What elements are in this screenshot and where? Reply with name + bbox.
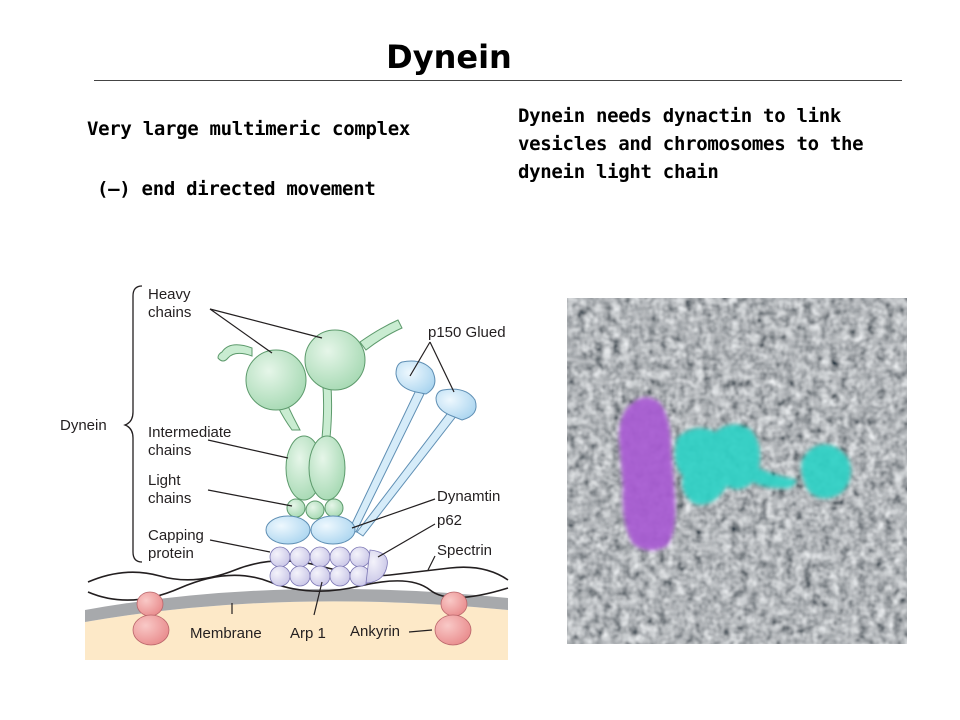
label-dynamtin: Dynamtin [437, 488, 500, 505]
dynactin-note-line: vesicles and chromosomes to the [518, 133, 864, 155]
label-p62: p62 [437, 512, 462, 529]
dynactin-note-line: dynein light chain [518, 161, 719, 183]
label-light-chains-1: Light [148, 472, 181, 489]
leader-lines [207, 308, 455, 633]
light-chains [286, 498, 344, 520]
dynamtin-complex [265, 515, 356, 545]
label-intermediate-chains-2: chains [148, 442, 191, 459]
cytoplasm-region [85, 601, 508, 660]
label-capping-protein-2: protein [148, 545, 194, 562]
dynein-heavy-chains [217, 319, 403, 439]
label-capping-protein-1: Capping [148, 527, 204, 544]
slide-title: Dynein [386, 38, 512, 76]
electron-micrograph [567, 298, 907, 644]
label-membrane: Membrane [190, 625, 262, 642]
membrane-band [85, 588, 508, 622]
cell-cortex [85, 588, 508, 660]
dynein-dynactin-diagram: Heavy chains p150 Glued Dynein Intermedi… [60, 285, 509, 660]
p150-glued [349, 360, 477, 537]
label-p150-glued: p150 Glued [428, 324, 506, 341]
label-intermediate-chains-1: Intermediate [148, 424, 231, 441]
label-arp1: Arp 1 [290, 625, 326, 642]
intermediate-chains [285, 435, 346, 501]
label-spectrin: Spectrin [437, 542, 492, 559]
label-ankyrin: Ankyrin [350, 623, 400, 640]
bullet-minus-end: (–) end directed movement [97, 178, 376, 200]
bullet-multimeric: Very large multimeric complex [87, 118, 411, 140]
label-dynein: Dynein [60, 417, 107, 434]
dynactin-note: Dynein needs dynactin to link vesicles a… [518, 102, 918, 186]
ankyrin-left [132, 591, 170, 646]
magenta-structure [619, 397, 676, 551]
label-heavy-chains-2: chains [148, 304, 191, 321]
title-underline [94, 80, 902, 81]
arp1-filament [269, 546, 388, 587]
dynactin-note-line: Dynein needs dynactin to link [518, 105, 842, 127]
ankyrin-right [434, 591, 472, 646]
teal-structure [675, 424, 851, 505]
label-light-chains-2: chains [148, 490, 191, 507]
label-heavy-chains-1: Heavy [148, 286, 191, 303]
dynein-bracket [123, 285, 143, 563]
